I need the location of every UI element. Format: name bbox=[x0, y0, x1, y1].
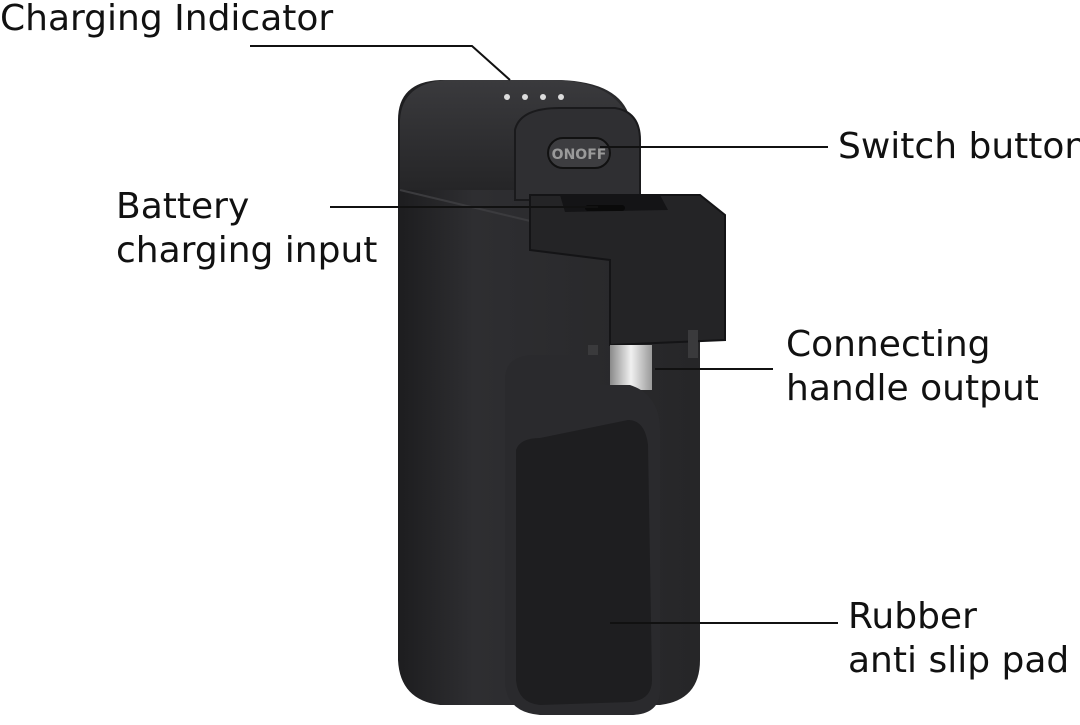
label-charging-indicator-text: Charging Indicator bbox=[0, 0, 334, 39]
label-battery-input-line1: Battery bbox=[116, 186, 250, 227]
onoff-button-text: ONOFF bbox=[552, 147, 607, 163]
leader-lines bbox=[250, 45, 838, 624]
led-icon bbox=[558, 94, 564, 100]
onoff-button: ONOFF bbox=[547, 137, 611, 169]
label-rubber-pad: Rubber anti slip pad bbox=[848, 595, 1069, 683]
led-icon bbox=[540, 94, 546, 100]
rubber-anti-slip-pad bbox=[516, 420, 652, 705]
connector-pin-right bbox=[688, 330, 698, 358]
label-switch-button: Switch button bbox=[838, 125, 1080, 169]
label-battery-input-line2: charging input bbox=[116, 230, 378, 271]
device-front-block bbox=[529, 194, 726, 347]
charging-indicator-leds bbox=[504, 94, 564, 100]
label-battery-input: Battery charging input bbox=[116, 185, 377, 273]
label-handle-output-line1: Connecting bbox=[786, 324, 991, 365]
label-rubber-pad-line2: anti slip pad bbox=[848, 640, 1070, 681]
led-icon bbox=[504, 94, 510, 100]
led-icon bbox=[522, 94, 528, 100]
label-handle-output-line2: handle output bbox=[786, 368, 1039, 409]
battery-device: ONOFF bbox=[398, 80, 726, 715]
label-rubber-pad-line1: Rubber bbox=[848, 596, 977, 637]
leader-charging-indicator bbox=[250, 45, 511, 81]
handle-output-connector bbox=[610, 345, 652, 390]
label-switch-button-text: Switch button bbox=[838, 126, 1080, 167]
label-charging-indicator: Charging Indicator bbox=[0, 0, 333, 41]
label-handle-output: Connecting handle output bbox=[786, 323, 1039, 411]
